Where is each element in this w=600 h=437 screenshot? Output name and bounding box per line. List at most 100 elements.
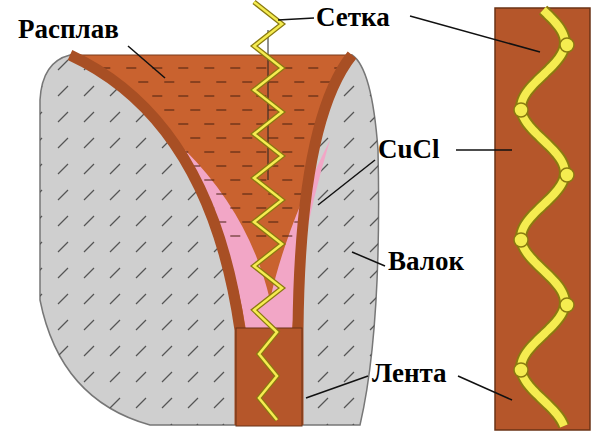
melt-dash: [334, 180, 344, 181]
melt-dash: [152, 96, 162, 97]
leader-line: [352, 252, 385, 266]
melt-dash: [152, 208, 162, 209]
melt-dash: [256, 236, 266, 237]
melt-dash: [268, 222, 278, 223]
melt-dash: [346, 166, 356, 167]
melt-dash: [308, 96, 318, 97]
melt-dash: [204, 152, 214, 153]
wire-section: [514, 233, 528, 247]
right-cucl-band: [298, 55, 352, 425]
melt-dash: [346, 138, 356, 139]
melt-dash: [230, 236, 240, 237]
melt-dash: [320, 82, 330, 83]
part-label-box: Валок: [388, 248, 464, 275]
melt-dash: [126, 152, 136, 153]
part-label-box: Сетка: [316, 4, 390, 31]
melt-dash: [112, 222, 122, 223]
melt-dash: [282, 96, 292, 97]
part-label: Сетка: [316, 2, 390, 32]
melt-dash: [294, 110, 304, 111]
melt-dash: [230, 124, 240, 125]
melt-dash: [334, 208, 344, 209]
melt-dash: [178, 96, 188, 97]
melt-dash: [138, 166, 148, 167]
detail-mesh: [521, 10, 565, 426]
detail-mesh-outline: [521, 10, 565, 426]
melt-dash: [320, 194, 330, 195]
melt-dash: [164, 222, 174, 223]
melt-dash: [308, 236, 318, 237]
melt-dash: [230, 152, 240, 153]
melt-dash: [242, 82, 252, 83]
melt-dash: [204, 180, 214, 181]
leader-line: [318, 160, 375, 205]
melt-dash: [320, 166, 330, 167]
melt-dash: [190, 82, 200, 83]
melt-dash: [308, 68, 318, 69]
melt-dash: [178, 180, 188, 181]
melt-dash: [152, 152, 162, 153]
melt-dash: [190, 222, 200, 223]
melt-dash: [346, 194, 356, 195]
melt-dash: [346, 222, 356, 223]
melt-dash: [204, 124, 214, 125]
melt-dash: [138, 222, 148, 223]
melt-dash: [334, 124, 344, 125]
melt-axis: [268, 30, 269, 180]
wire-section: [560, 298, 574, 312]
melt-dash: [216, 138, 226, 139]
melt-dash: [346, 82, 356, 83]
melt-dash: [294, 82, 304, 83]
melt-dash: [100, 96, 110, 97]
melt-dash: [178, 208, 188, 209]
part-label-box: Лента: [372, 360, 447, 387]
melt-dash: [282, 152, 292, 153]
melt-dash: [268, 82, 278, 83]
melt-dash: [230, 208, 240, 209]
melt-dash: [282, 180, 292, 181]
melt-dash: [230, 180, 240, 181]
melt-dash: [152, 180, 162, 181]
melt-dash: [294, 166, 304, 167]
melt-dash: [320, 222, 330, 223]
leader-line: [128, 46, 165, 78]
melt-dash: [100, 152, 110, 153]
melt-dash: [164, 82, 174, 83]
melt-dash: [242, 110, 252, 111]
part-label-box: Расплав: [18, 16, 119, 43]
melt-dash: [112, 166, 122, 167]
melt-dash: [294, 138, 304, 139]
part-label: CuCl: [378, 134, 440, 164]
melt-dash: [204, 236, 214, 237]
melt-dash: [190, 110, 200, 111]
melt-dash: [334, 96, 344, 97]
melt-dash: [268, 138, 278, 139]
detail-wires: [514, 38, 574, 377]
melt-dash: [230, 96, 240, 97]
melt-dash: [204, 68, 214, 69]
leader-line: [278, 18, 314, 20]
melt-dash: [256, 208, 266, 209]
part-label-box: CuCl: [378, 136, 440, 163]
melt-dash: [100, 124, 110, 125]
melt-dash: [164, 110, 174, 111]
part-label: Расплав: [18, 14, 119, 44]
melt-dash: [216, 82, 226, 83]
melt-dash: [204, 96, 214, 97]
melt-dash: [242, 138, 252, 139]
melt-dash: [282, 208, 292, 209]
melt-dash: [138, 194, 148, 195]
melt-dash: [282, 236, 292, 237]
melt-dash: [126, 180, 136, 181]
melt-dash: [126, 236, 136, 237]
leader-line: [306, 376, 368, 398]
melt-dash: [282, 124, 292, 125]
melt-dash: [126, 124, 136, 125]
left-cucl-band: [70, 55, 240, 425]
wire-section: [514, 103, 528, 117]
melt-dash: [334, 236, 344, 237]
melt-dash: [138, 82, 148, 83]
melt-dash: [178, 68, 188, 69]
